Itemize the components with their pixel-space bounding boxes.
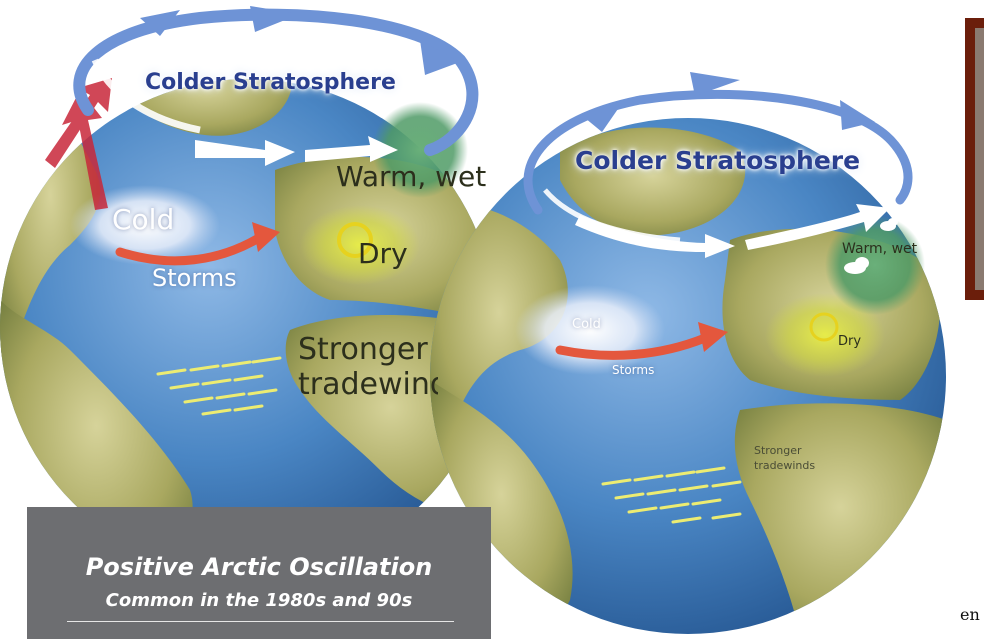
- left-stratosphere-ring: [73, 6, 479, 156]
- caption-divider: [67, 621, 454, 622]
- caption-title: Positive Arctic Oscillation: [85, 553, 433, 581]
- right-globe: [430, 72, 946, 634]
- caption-subtitle: Common in the 1980s and 90s: [105, 590, 413, 611]
- left-jet-arrows: [195, 136, 398, 166]
- left-storm-arrow: [115, 231, 267, 266]
- left-globe: [0, 6, 496, 575]
- right-greenland-land: [560, 127, 746, 236]
- left-cold-zone: [70, 185, 220, 265]
- right-cold-label: Cold: [572, 317, 601, 332]
- left-dry-zone: [300, 205, 420, 285]
- right-warm-wet-label: Warm, wet: [842, 241, 918, 257]
- right-sun-icon: [809, 312, 839, 342]
- right-storm-arrow-head: [698, 322, 728, 352]
- edge-text-fragment: en: [960, 605, 980, 624]
- right-storm-arrow: [555, 333, 710, 360]
- right-jet-arrows: [575, 204, 890, 258]
- background-panel-frame: [965, 18, 984, 300]
- right-warm-wet-zone: [825, 215, 925, 315]
- right-storms-label: Storms: [612, 363, 655, 377]
- right-tradewind-arrows: [601, 466, 742, 524]
- left-tradewinds-line1: Stronger: [298, 332, 428, 367]
- left-warm-wet-label: Warm, wet: [336, 160, 487, 193]
- right-stratosphere-label: Colder Stratosphere: [575, 146, 861, 175]
- left-storm-arrow-head: [252, 222, 280, 252]
- left-sun-icon: [337, 222, 373, 258]
- left-tradewind-arrows: [156, 356, 282, 416]
- left-storms-label: Storms: [152, 264, 237, 292]
- left-heat-arrows: [45, 78, 112, 210]
- left-dry-label: Dry: [358, 237, 408, 270]
- right-dry-zone: [765, 293, 885, 377]
- left-cold-label: Cold: [112, 203, 175, 236]
- caption-box: Positive Arctic Oscillation Common in th…: [27, 507, 491, 639]
- right-north-america-land: [430, 200, 568, 450]
- right-cloud-icons: [844, 218, 898, 274]
- left-warm-wet-zone: [372, 102, 468, 198]
- left-tradewinds-line2: tradewinds: [298, 370, 438, 400]
- left-stratosphere-label: Colder Stratosphere: [145, 70, 396, 95]
- right-dry-label: Dry: [838, 334, 862, 349]
- left-greenland-land: [120, 79, 292, 136]
- right-tradewinds-line1: Stronger: [754, 444, 802, 457]
- right-stratosphere-ring: [523, 72, 913, 243]
- right-tradewinds-line2: tradewinds: [754, 459, 816, 472]
